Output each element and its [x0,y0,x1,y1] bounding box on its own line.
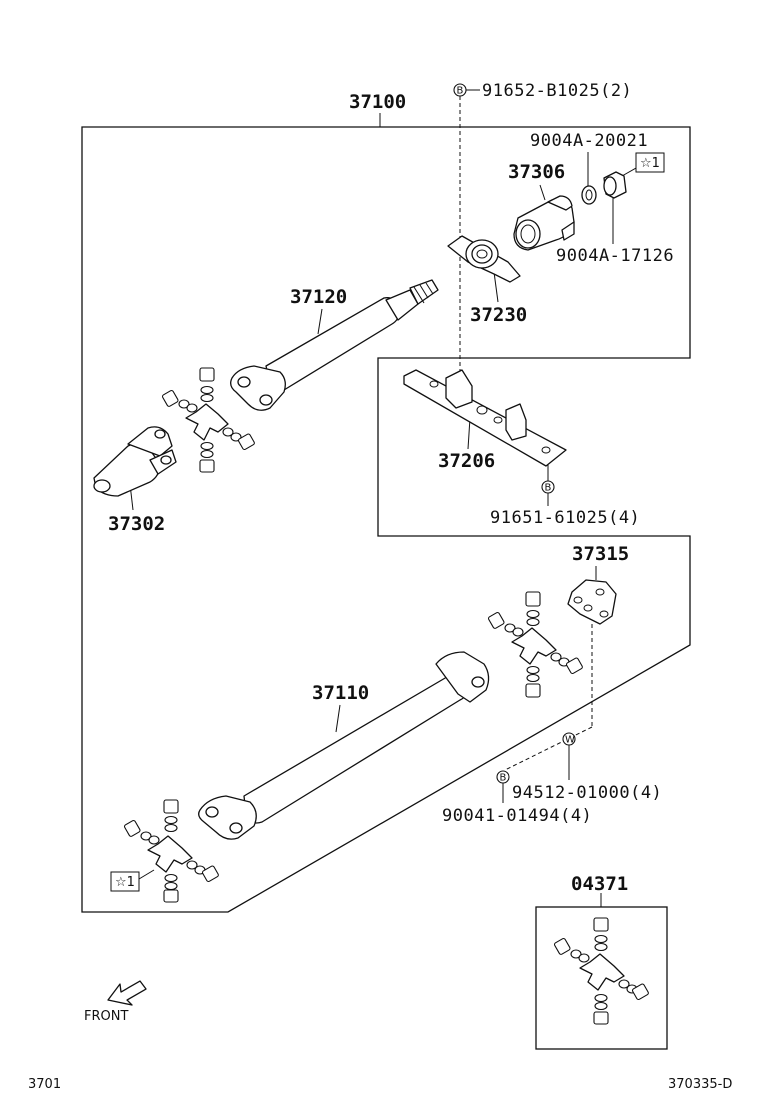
fastener-94512-label: 94512-01000(4) [512,783,662,803]
star-note-top-text: ☆1 [640,156,660,171]
part-37302-label: 37302 [108,513,165,535]
front-direction-label: FRONT [84,1009,128,1024]
hole [573,596,583,604]
star-note-top-leader [621,167,637,177]
star-note-box-bottom [110,871,140,892]
part-37120-leader [317,308,323,335]
star-note-bottom-leader [138,869,155,880]
footer-right-code: 370335-D [668,1077,732,1092]
flange-yoke-37306-drawing [513,195,575,251]
part-04371-label: 04371 [571,873,628,895]
fastener-91652-label: 91652-B1025(2) [482,81,632,101]
center-bearing-37230-drawing [447,235,521,283]
bolt-lower-b-marker-letter: B [500,773,507,784]
spline-line [419,284,429,299]
assembly-37100-frame [81,126,691,913]
hole [583,604,593,612]
spline-line [413,286,425,304]
nut-9004a-17126-drawing [603,171,627,199]
lower-bolt-dashed-diagonal [504,726,593,771]
part-37110-label: 37110 [312,682,369,704]
star-note-bottom-text: ☆1 [115,875,135,890]
universal-joint-upper-drawing [161,367,255,473]
washer-9004a-20021-drawing [581,185,597,205]
part-37306-label: 37306 [508,161,565,183]
fastener-90041-label: 90041-01494(4) [442,806,592,826]
footer-left-code: 3701 [28,1077,61,1092]
hole [493,416,503,424]
assembly-number-label: 37100 [349,91,406,113]
part-37306-leader [539,184,546,201]
hole [541,446,551,454]
part-37206-label: 37206 [438,450,495,472]
bolt-91651-b-marker-letter: B [545,483,552,494]
propeller-shaft-37120-drawing [230,279,439,411]
bolt-b-marker-letter: B [457,86,464,97]
fastener-9004a-17126-label: 9004A-17126 [556,246,674,266]
hole [476,405,488,415]
hole [595,588,605,596]
part-37230-leader [493,271,499,303]
washer-hole [585,189,593,201]
part-37206-leader [467,417,471,450]
fastener-91651-label: 91651-61025(4) [490,508,640,528]
front-arrow-icon [107,980,147,1006]
part-37120-label: 37120 [290,286,347,308]
part-37315-label: 37315 [572,543,629,565]
propeller-shaft-37110-drawing [198,651,490,840]
star-note-box-top [635,152,665,173]
hole [599,610,609,618]
spline-line [425,282,434,295]
universal-joint-middle-drawing [487,591,583,698]
part-37110-leader [335,704,341,733]
fastener-9004a-20021-label: 9004A-20021 [530,131,648,151]
washer-w-marker-letter: W [565,735,575,746]
hole [429,380,439,388]
part-37230-label: 37230 [470,304,527,326]
crossmember-37206-drawing [403,369,567,467]
universal-joint-lower-drawing [123,799,219,903]
flange-37315-drawing [567,579,617,625]
sleeve-yoke-37302-drawing [93,426,177,497]
universal-joint-kit-04371-drawing [553,917,649,1025]
